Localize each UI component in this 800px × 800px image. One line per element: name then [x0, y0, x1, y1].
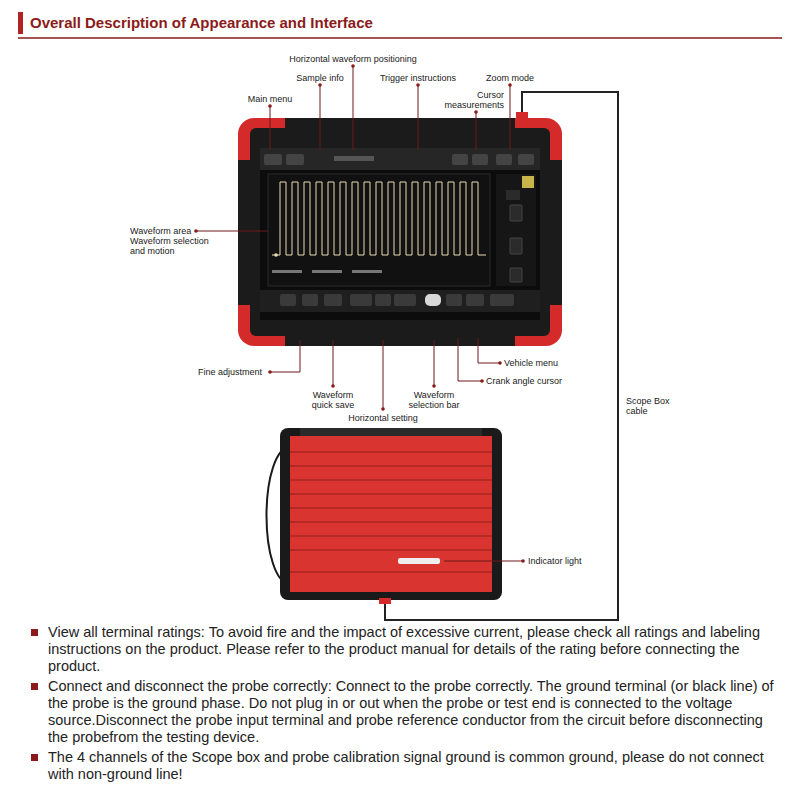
notes-list: View all terminal ratings: To avoid fire… — [28, 624, 774, 786]
bullet-square — [31, 754, 38, 761]
scope-box — [280, 428, 502, 604]
bullet-square — [31, 629, 38, 636]
note-paragraph: Connect and disconnect the probe correct… — [28, 678, 774, 746]
note-text: Connect and disconnect the probe correct… — [48, 678, 774, 745]
callout-label: Vehicle menu — [504, 358, 584, 368]
note-paragraph: View all terminal ratings: To avoid fire… — [28, 624, 774, 675]
callout-label: Zoom mode — [478, 73, 542, 83]
callout-label: Waveform selection and motion — [130, 236, 212, 256]
callout-label: Waveform quick save — [303, 390, 363, 410]
callout-label: Main menu — [235, 94, 305, 104]
callout-label: Horizontal waveform positioning — [263, 54, 443, 64]
tablet — [238, 118, 562, 346]
callout-label: Indicator light — [528, 556, 618, 566]
note-text: The 4 channels of the Scope box and prob… — [48, 749, 764, 782]
callout-label: Waveform area — [130, 226, 196, 236]
page-title: Overall Description of Appearance and In… — [30, 14, 373, 31]
callout-label: Cursor measurements — [438, 90, 504, 110]
callout-label: Scope Box cable — [626, 396, 670, 416]
callout-label: Waveform selection bar — [403, 390, 465, 410]
leader-lines — [196, 66, 523, 561]
callout-label: Trigger instructions — [363, 73, 473, 83]
callout-label: Sample info — [290, 73, 350, 83]
note-text: View all terminal ratings: To avoid fire… — [48, 624, 760, 674]
callout-label: Crank angle cursor — [486, 376, 586, 386]
header-bar — [18, 12, 23, 34]
callout-label: Horizontal setting — [333, 413, 433, 423]
header-rule — [18, 37, 782, 39]
leader-dots — [194, 64, 525, 563]
callout-label: Fine adjustment — [198, 367, 268, 377]
bullet-square — [31, 683, 38, 690]
note-paragraph: The 4 channels of the Scope box and prob… — [28, 749, 774, 783]
